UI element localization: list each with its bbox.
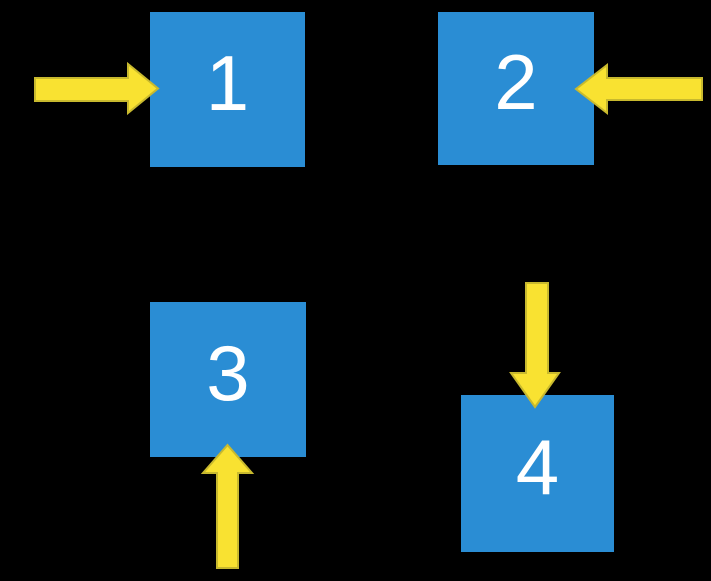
square-4-label: 4 bbox=[515, 422, 560, 511]
square-2: 2 bbox=[438, 12, 594, 165]
arrow-right-icon bbox=[34, 61, 160, 116]
arrow-up-icon bbox=[200, 443, 255, 569]
square-3-label: 3 bbox=[206, 328, 250, 417]
arrow-down-icon bbox=[509, 282, 561, 409]
square-1-label: 1 bbox=[205, 38, 250, 127]
square-3: 3 bbox=[150, 302, 306, 457]
square-1: 1 bbox=[150, 12, 305, 167]
square-4: 4 bbox=[461, 395, 614, 552]
arrow-left-icon bbox=[574, 62, 703, 116]
square-2-label: 2 bbox=[494, 37, 538, 126]
